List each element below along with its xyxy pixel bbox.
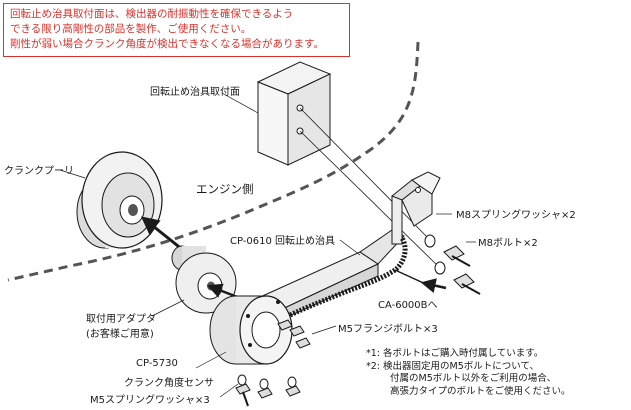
notice-line-3: 剛性が弱い場合クランク角度が検出できなくなる場合があります。 xyxy=(10,38,324,50)
sensor-cable xyxy=(282,236,408,321)
label-m8-bolt: M8ボルト×2 xyxy=(478,238,538,249)
engine-boundary-line xyxy=(7,41,420,282)
m5-spring-washers xyxy=(235,374,301,407)
m8-bolts xyxy=(443,245,481,295)
footnote-2-line-3: 高張力タイプのボルトをご使用ください。 xyxy=(390,385,571,397)
label-m5-flange-bolt: M5フランジボルト×3 xyxy=(338,324,438,335)
label-anti-rotation-jig: CP-0610 回転止め治具 xyxy=(230,236,336,247)
m8-leader-upper xyxy=(299,107,431,241)
m5-flange-bolts xyxy=(277,319,311,349)
label-engine-side: エンジン側 xyxy=(196,182,254,196)
label-adapter: 取付用アダプタ xyxy=(86,314,156,325)
label-cable-to: CA-6000Bへ xyxy=(378,300,438,311)
label-crank-pulley: クランクプーリ xyxy=(4,166,74,177)
m8-washers xyxy=(424,234,446,275)
footnote-2: *2: 検出器固定用のM5ボルトについて、 xyxy=(366,360,539,372)
footnote-1: *1: 各ボルトはご購入時付属しています。 xyxy=(366,348,544,359)
cable-arrow xyxy=(420,278,447,293)
anti-rotation-jig xyxy=(257,171,441,323)
label-mount-surface: 回転止め治具取付面 xyxy=(150,87,240,98)
notice-line-2: できる限り高剛性の部品を製作、ご使用ください。 xyxy=(10,23,252,35)
label-sensor-name: クランク角度センサ xyxy=(124,378,214,389)
warning-notice: 回転止め治具取付面は、検出器の耐振動性を確保できるよう できる限り高剛性の部品を… xyxy=(3,3,350,57)
crank-angle-sensor xyxy=(209,295,293,365)
notice-line-1: 回転止め治具取付面は、検出器の耐振動性を確保できるよう xyxy=(10,8,294,20)
footnotes: *1: 各ボルトはご購入時付属しています。 *2: 検出器固定用のM5ボルトにつ… xyxy=(366,348,571,398)
label-adapter-note: (お客様ご用意) xyxy=(86,329,154,340)
label-sensor-model: CP-5730 xyxy=(136,358,178,369)
crank-pulley xyxy=(76,151,163,249)
footnote-2-line-2: 付属のM5ボルト以外をご利用の場合、 xyxy=(390,373,557,384)
label-m5-spring-washer: M5スプリングワッシャ×3 xyxy=(90,395,210,406)
label-m8-spring-washer: M8スプリングワッシャ×2 xyxy=(456,210,576,221)
m8-leader-lower xyxy=(299,130,441,269)
